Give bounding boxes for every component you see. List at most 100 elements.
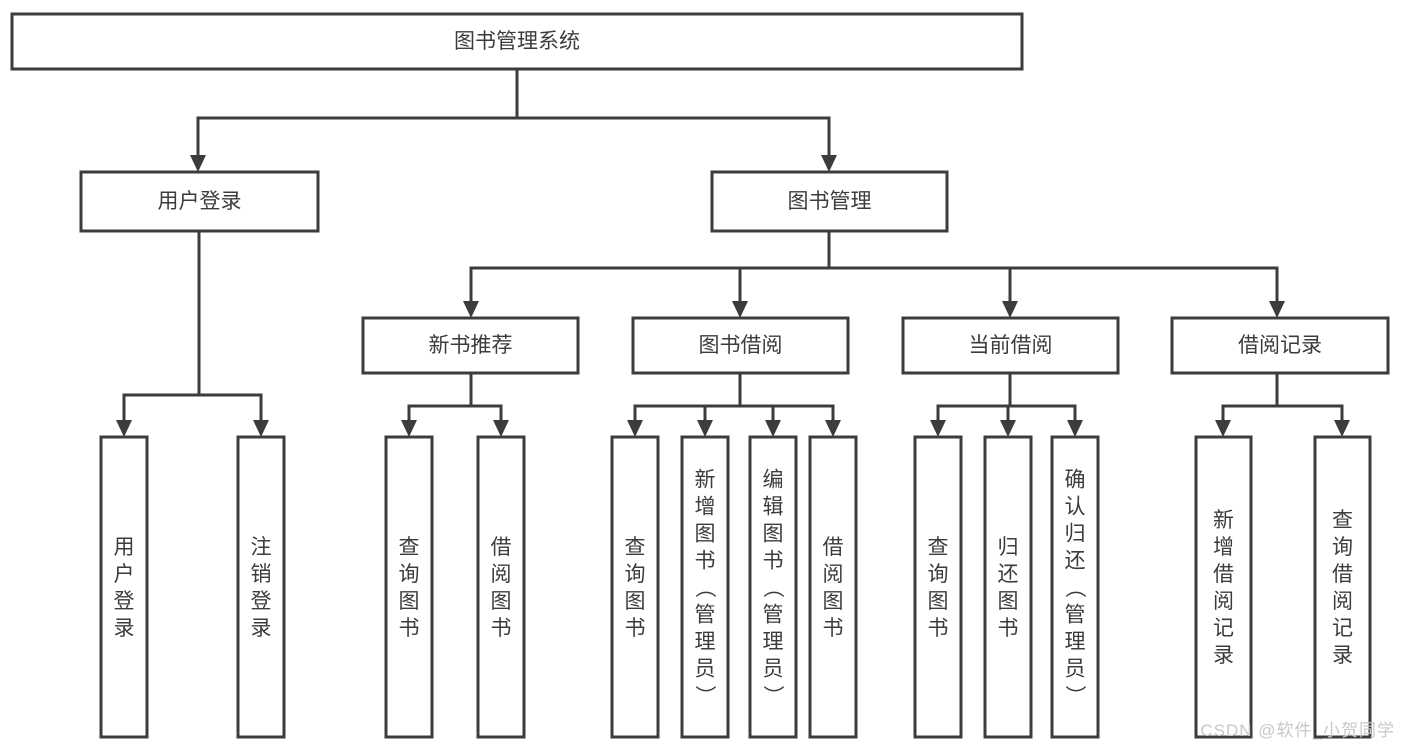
node-label-char: 书 [695,550,716,573]
node-label-char: 书 [998,617,1019,640]
node-label-char: 图 [928,590,949,613]
node-box[interactable] [710,170,949,233]
node-label-char: 查 [928,536,949,559]
node-box[interactable] [1170,316,1390,375]
node-box[interactable] [610,435,660,739]
node-label-char: 理 [763,631,784,654]
node-label-char: 查 [1332,509,1353,532]
node-label-char: 员 [1065,658,1086,681]
arrow-head [493,420,509,437]
node-leaf-user-login[interactable]: 用户登录 [99,435,149,739]
connectors-layer [116,67,1350,437]
node-box[interactable] [680,435,730,739]
node-box[interactable] [631,316,850,375]
node-label-char: 图 [763,523,784,546]
node-box[interactable] [1194,435,1253,739]
node-label-char: 借 [823,536,844,559]
node-box[interactable] [10,12,1024,71]
node-label-char: 管 [1065,604,1086,627]
node-label-char: 阅 [823,563,844,586]
node-label-char: 借 [491,536,512,559]
node-label-char: 阅 [1332,590,1353,613]
node-box[interactable] [384,435,434,739]
node-box[interactable] [99,435,149,739]
node-label-char: 询 [1332,536,1353,559]
node-box[interactable] [1050,435,1100,739]
node-book-borrow[interactable]: 图书借阅 [631,316,850,375]
arrow-head [1334,420,1350,437]
conn-newbook-bus [401,371,509,437]
node-box[interactable] [983,435,1033,739]
node-label: 新书推荐 [429,334,513,357]
arrow-head [401,420,417,437]
node-label-char: 借 [1213,563,1234,586]
node-label-char: 记 [1332,617,1353,640]
node-label-char: 理 [695,631,716,654]
node-label-char: 图 [998,590,1019,613]
node-label-char: 询 [928,563,949,586]
node-label-char: 登 [251,590,272,613]
node-label-char: 书 [928,617,949,640]
node-box[interactable] [748,435,798,739]
node-label-char: 图 [399,590,420,613]
node-label-char: 还 [1065,550,1086,573]
node-box[interactable] [1313,435,1372,739]
node-label-char: 阅 [1213,590,1234,613]
node-label-char: 图 [695,523,716,546]
node-label-char: （ [1063,577,1086,598]
arrow-head [1002,301,1018,318]
conn-manage-bus [463,229,1285,318]
node-box[interactable] [476,435,526,739]
node-label-char: 认 [1065,496,1086,519]
node-label-char: ） [693,685,716,706]
arrow-head [732,301,748,318]
node-borrow-record[interactable]: 借阅记录 [1170,316,1390,375]
node-box[interactable] [901,316,1120,375]
arrow-head [1269,301,1285,318]
node-box[interactable] [913,435,963,739]
node-root[interactable]: 图书管理系统 [10,12,1024,71]
node-book-manage[interactable]: 图书管理 [710,170,949,233]
node-label-char: 归 [1065,523,1086,546]
node-box[interactable] [808,435,858,739]
node-box[interactable] [236,435,286,739]
node-label: 借阅记录 [1238,334,1322,357]
node-label-char: 书 [399,617,420,640]
node-label-char: 书 [491,617,512,640]
conn-root-bus [190,67,837,172]
node-label-char: 图 [491,590,512,613]
node-label-char: 编 [763,469,784,492]
node-user-login[interactable]: 用户登录 [79,170,320,233]
node-label-char: 录 [1332,644,1353,667]
node-label-char: 理 [1065,631,1086,654]
node-new-book-rec[interactable]: 新书推荐 [361,316,580,375]
node-label-char: 阅 [491,563,512,586]
node-box[interactable] [79,170,320,233]
arrow-head [930,420,946,437]
node-box[interactable] [361,316,580,375]
node-current-borrow[interactable]: 当前借阅 [901,316,1120,375]
node-label-char: 书 [625,617,646,640]
node-label-char: 增 [1213,536,1234,559]
arrow-head [1067,420,1083,437]
node-label-char: ） [761,685,784,706]
node-label-char: 录 [251,617,272,640]
arrow-head [697,420,713,437]
node-label-char: 增 [695,496,716,519]
node-label-char: 录 [1213,644,1234,667]
nodes-layer: 图书管理系统用户登录图书管理新书推荐图书借阅当前借阅借阅记录用户登录注销登录查询… [10,12,1390,739]
node-label-char: 员 [763,658,784,681]
